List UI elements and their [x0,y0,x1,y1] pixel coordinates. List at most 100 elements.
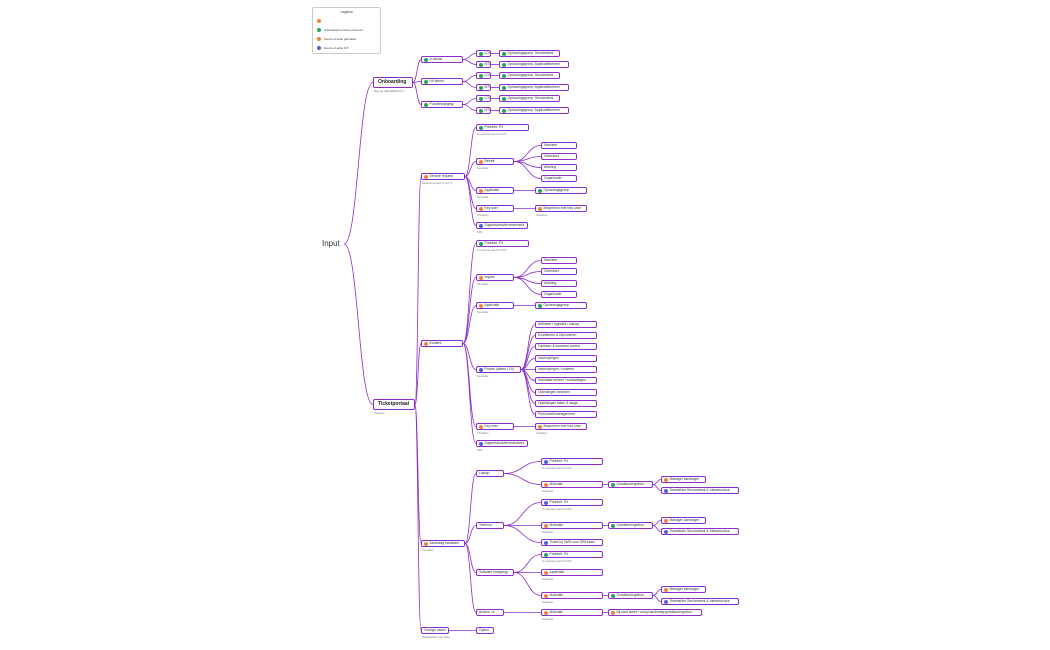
node-note: Keuzelijst [422,548,434,552]
node-label: Proces (alleen LOI) [484,367,514,371]
mind-map-node[interactable]: Manager aanvrager [661,517,706,524]
mind-map-node[interactable]: Artikelen / logistiek / inkoop [535,321,597,328]
mind-map-node[interactable]: Afdeling [541,280,577,287]
mind-map-node[interactable]: Prioriteit: P3 [476,240,529,247]
mind-map-node[interactable]: Aanvraag hardware [421,540,465,547]
node-label: Betreft [484,159,495,163]
mind-map-node[interactable]: Motivatie [541,609,603,616]
node-label: Ticketportaal [378,401,410,407]
mind-map-node[interactable]: Key user [476,423,514,430]
node-note: To overrule naar P4 of P2 [542,559,572,563]
mind-map-node[interactable]: Organisatie [541,291,577,298]
mind-map-node[interactable]: Oplossingsgroep [535,302,587,309]
mind-map-node[interactable]: NTI [476,84,491,91]
connector-line [462,343,477,444]
mind-map-node[interactable]: Goedkeuringsflow [608,481,653,488]
mind-map-node[interactable]: LOI [476,95,491,102]
mind-map-node[interactable]: Bij start ticket / volog handmatig goedk… [608,609,702,616]
mind-map-node[interactable]: Examinerin & Diplomeren [535,332,597,339]
node-note: Tekstveld [542,489,553,493]
mind-map-node[interactable]: Motivatie [541,592,603,599]
mind-map-node[interactable]: NTI [476,61,491,68]
mind-map-node[interactable]: Ticketportaal [373,399,415,410]
mind-map-node[interactable]: LOI [476,72,491,79]
mind-map-node[interactable]: Oplossingsgroep [535,187,587,194]
mind-map-node[interactable]: Oplossingsgroep: Servicedesk [499,95,560,102]
mind-map-node[interactable]: Supportdesk/tevredenheid [476,440,528,447]
mind-map-node[interactable]: Klantdata beheer / contactlagen [535,377,597,384]
mind-map-node[interactable]: Gebruiker [541,153,577,160]
mind-map-node[interactable]: Facturen & business control [535,343,597,350]
mind-map-node[interactable]: Onboarding [373,77,413,88]
mind-map-node[interactable]: Motivatie [541,522,603,529]
mind-map-node[interactable]: Goedkeuringsflow [608,592,653,599]
mind-map-node[interactable]: Incident [421,340,463,347]
mind-map-node[interactable]: Prioriteit: P4 [541,499,603,506]
mind-map-node[interactable]: Bespreken met Key User [535,205,587,212]
mind-map-node[interactable]: Anders, nl. [476,609,504,616]
mind-map-node[interactable]: NTI [476,107,491,114]
mind-map-node[interactable]: Afdeling [541,164,577,171]
mind-map-node[interactable]: Supportdesk/tevredenheid [476,222,528,229]
node-label: LOI [484,73,490,77]
mind-map-node[interactable]: Prioriteit: P4 [541,458,603,465]
mind-map-node[interactable]: Opties [476,627,494,634]
mind-map-node[interactable]: Ticket bij SaTa voor SIM-kaart [541,539,603,546]
mind-map-node[interactable]: Teamleider Servicedesk & Infrastructuur [661,528,739,535]
mind-map-node[interactable]: Opleidingen inrichten [535,389,597,396]
mind-map-node[interactable]: Impact [476,274,514,281]
mind-map-node[interactable]: Telefoon [476,522,504,529]
mind-map-node[interactable]: Applicatie [476,187,514,194]
mind-map-node[interactable]: Inschrijvingen [535,355,597,362]
mind-map-node[interactable]: Applicatie [476,302,514,309]
mind-map-node[interactable]: Personeelsmanagement [535,411,597,418]
mind-map-node[interactable]: Prioriteit: P4 [541,551,603,558]
mind-map-node[interactable]: Prioriteit: P3 [476,124,529,131]
mind-map-node[interactable]: Inschrijvingen / routeren [535,366,597,373]
mind-map-node[interactable]: Uit dienst [421,78,463,85]
mind-map-node[interactable]: Wachten [541,257,577,264]
legend-dot-icon [317,37,321,41]
mind-map-node[interactable]: Software (toegang) [476,569,514,576]
mind-map-node[interactable]: Manager aanvrager [661,476,706,483]
connector-line [464,176,477,226]
mind-map-node[interactable]: Key user [476,205,514,212]
mind-map-node[interactable]: Bespreken met Key User [535,423,587,430]
connector-line [414,176,422,405]
mind-map-node[interactable]: Applicatie [541,569,603,576]
mind-map-node[interactable]: Organisatie [541,175,577,182]
mind-map-node[interactable]: Teamleider Servicedesk & Infrastructuur [661,598,739,605]
node-label: Organisatie [544,176,562,180]
mind-map-node[interactable]: Service request [421,173,465,180]
mind-map-node[interactable]: Oplossingsgroep: Servicedesk [499,50,560,57]
root-node[interactable]: Input [322,238,340,250]
mind-map-node[interactable]: Oplossingsgroep: Applicatiebeheer [499,107,569,114]
node-label: Uit dienst [429,79,444,83]
mind-map-node[interactable]: Betreft [476,158,514,165]
mind-map-node[interactable]: Oplossingsgroep: Servicedesk [499,72,560,79]
legend-item: Keuze of actie ICT [317,46,349,50]
node-label: Examinerin & Diplomeren [538,333,577,337]
connector-line [503,473,542,485]
mind-map-node[interactable]: LOI [476,50,491,57]
mind-map-node[interactable]: Functiewijziging [421,101,463,108]
mind-map-node[interactable]: Opleidingen taken & stage [535,400,597,407]
mind-map-node[interactable]: Proces (alleen LOI) [476,366,521,373]
mind-map-node[interactable]: Overige zaken [421,627,449,634]
mind-map-node[interactable]: Oplossingsgroep: Applicatiebeheer [499,84,569,91]
legend-item-label: Keuze of actie ICT [324,46,349,50]
mind-map-node[interactable]: Gebruiker [541,268,577,275]
node-label: Oplossingsgroep [543,188,569,192]
mind-map-node[interactable]: Motivatie [541,481,603,488]
mind-map-node[interactable]: Manager aanvrager [661,586,706,593]
mind-map-node[interactable]: Wachten [541,142,577,149]
connector-line [464,543,477,613]
orange-status-icon [424,174,428,179]
mind-map-node[interactable]: Laptop [476,470,504,477]
connector-line [414,404,422,631]
mind-map-node[interactable]: Oplossingsgroep: Applicatiebeheer [499,61,569,68]
mind-map-node[interactable]: Teamleider Servicedesk & Infrastructuur [661,487,739,494]
mind-map-node[interactable]: In dienst [421,56,463,63]
mind-map-node[interactable]: Goedkeuringsflow [608,522,653,529]
